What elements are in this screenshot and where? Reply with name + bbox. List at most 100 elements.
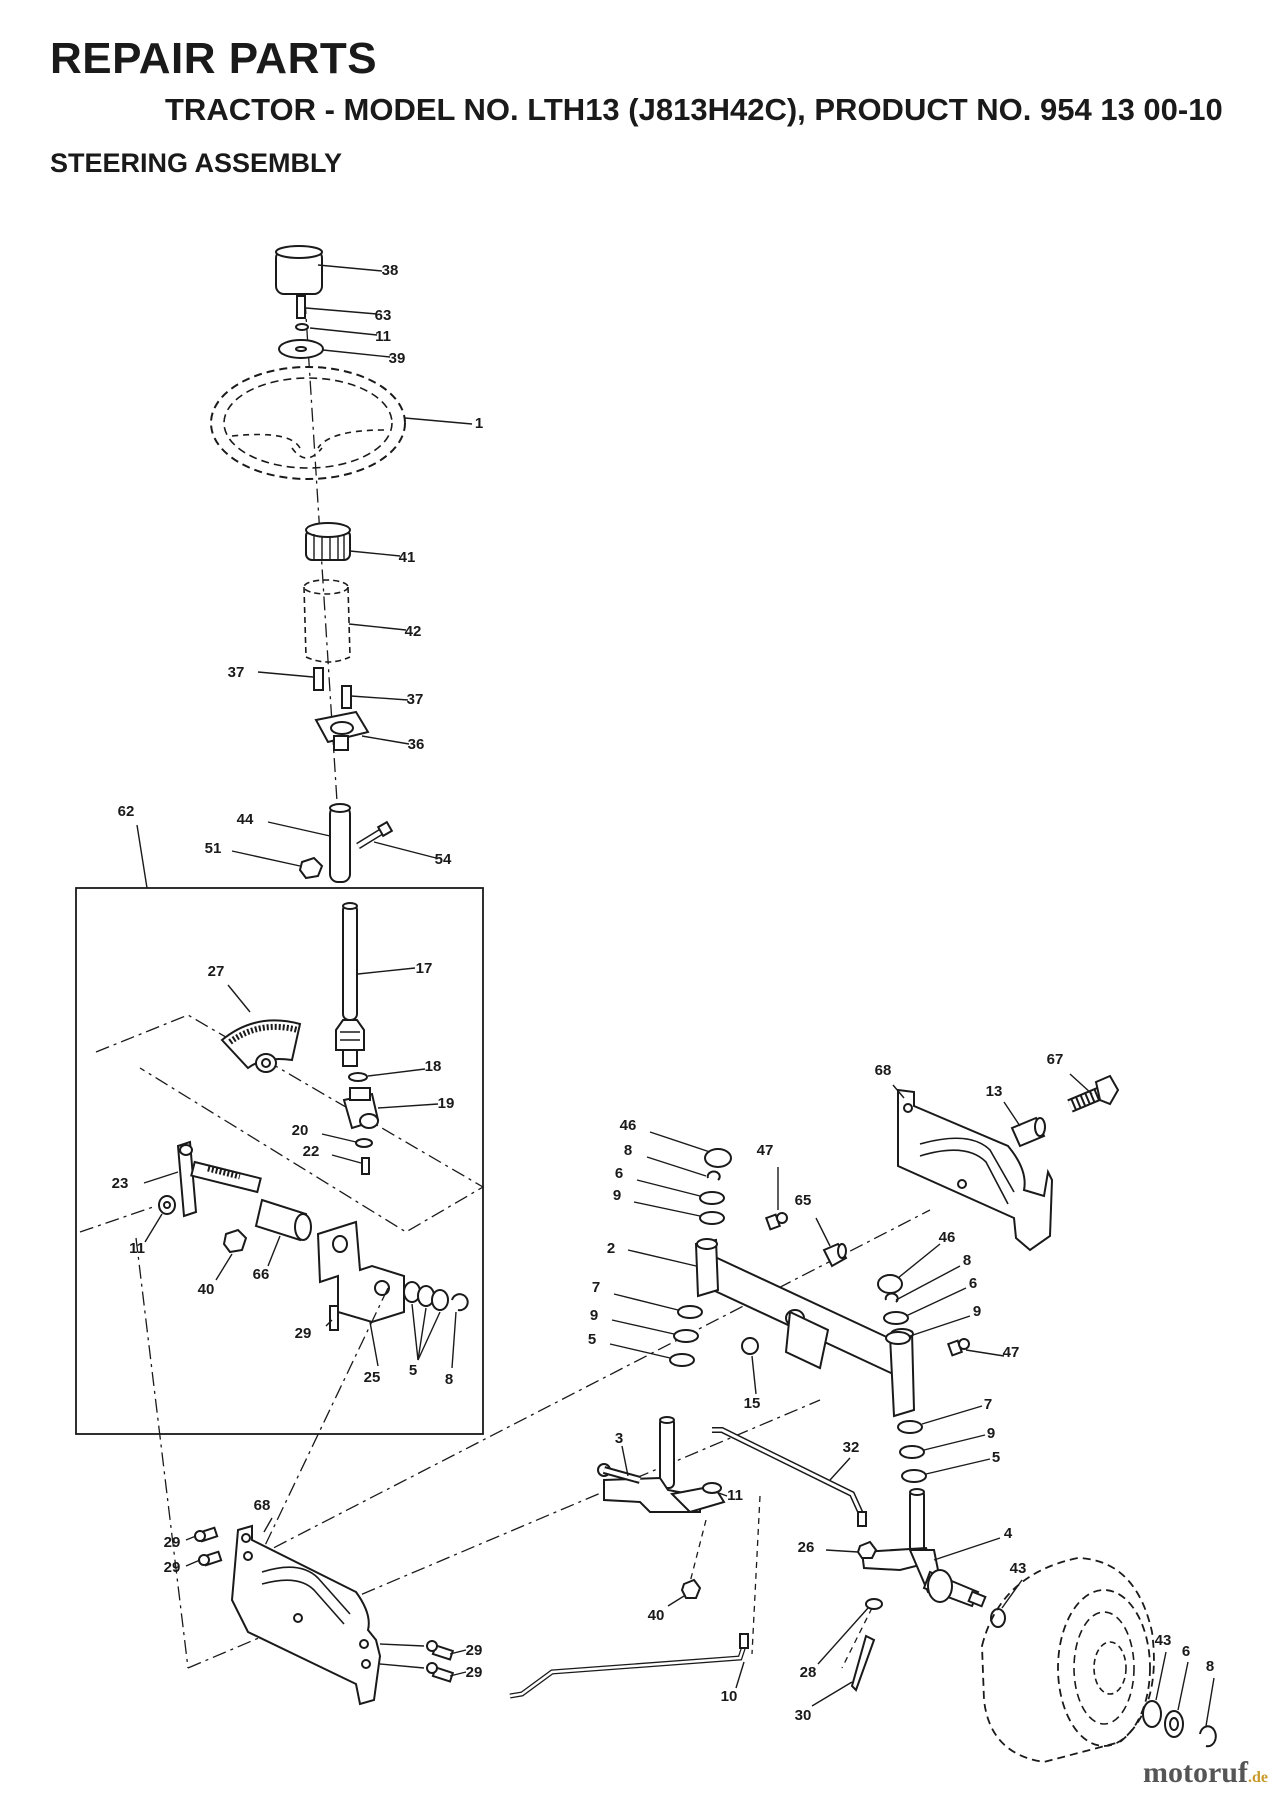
callout-43: 43 — [1010, 1560, 1027, 1577]
washer-18-part — [348, 1072, 368, 1082]
callout-7: 7 — [592, 1279, 600, 1296]
callout-6: 6 — [1182, 1643, 1190, 1660]
callout-37: 37 — [407, 691, 424, 708]
right-spindle-part — [860, 1488, 987, 1608]
callout-7: 7 — [984, 1396, 992, 1413]
column-bushing-part — [305, 522, 351, 561]
callout-10: 10 — [721, 1688, 738, 1705]
callout-68: 68 — [875, 1062, 892, 1079]
steering-bracket-part — [316, 1220, 405, 1324]
steering-gear-subassembly-box — [75, 887, 484, 1435]
callout-20: 20 — [292, 1122, 309, 1139]
callout-30: 30 — [795, 1707, 812, 1724]
nut-51-part — [298, 856, 324, 880]
grease-fitting-47-left-part — [764, 1212, 788, 1231]
callout-11: 11 — [375, 328, 391, 345]
callout-9: 9 — [613, 1187, 621, 1204]
bolts-29-right-group — [426, 1640, 455, 1683]
callout-46: 46 — [939, 1229, 956, 1246]
callout-47: 47 — [757, 1142, 774, 1159]
callout-32: 32 — [843, 1439, 860, 1456]
bolt-63-part — [296, 295, 306, 319]
callout-13: 13 — [986, 1083, 1003, 1100]
callout-8: 8 — [1206, 1658, 1214, 1675]
bolt-37-right-part — [341, 685, 352, 709]
callout-8: 8 — [963, 1252, 971, 1269]
callout-9: 9 — [973, 1303, 981, 1320]
callout-29: 29 — [164, 1559, 181, 1576]
washer-43-right-part — [1142, 1700, 1162, 1728]
callout-68: 68 — [254, 1497, 271, 1514]
pinion-shaft-part — [335, 902, 365, 1067]
grease-fitting-47-right-part — [946, 1338, 970, 1357]
callout-9: 9 — [987, 1425, 995, 1442]
callout-36: 36 — [408, 736, 425, 753]
callout-42: 42 — [405, 623, 422, 640]
bolt-67-part — [1067, 1074, 1120, 1113]
steering-cap-part — [275, 245, 323, 295]
callout-47: 47 — [1003, 1344, 1020, 1361]
gear-housing-part — [342, 1087, 380, 1130]
callout-23: 23 — [112, 1175, 129, 1192]
e-clip-part — [451, 1293, 469, 1312]
callout-22: 22 — [303, 1143, 320, 1160]
left-frame-bracket-part — [230, 1524, 382, 1706]
callout-6: 6 — [615, 1165, 623, 1182]
callout-46: 46 — [620, 1117, 637, 1134]
clip-8-right-part — [884, 1292, 899, 1303]
callout-18: 18 — [425, 1058, 442, 1075]
callout-67: 67 — [1047, 1051, 1064, 1068]
model-subtitle: TRACTOR - MODEL NO. LTH13 (J813H42C), PR… — [165, 92, 1223, 127]
sector-gear-part — [220, 1019, 302, 1073]
screw-22-part — [361, 1157, 370, 1175]
callout-65: 65 — [795, 1192, 812, 1209]
bolt-54-part — [356, 820, 394, 849]
front-axle-part — [694, 1238, 916, 1418]
column-axis-line — [304, 299, 343, 881]
washer-7-right-part — [897, 1420, 923, 1434]
pitman-arm-part — [176, 1140, 262, 1218]
clip-8-left-part — [706, 1170, 721, 1181]
page-title: REPAIR PARTS — [50, 34, 378, 83]
callout-5: 5 — [588, 1331, 596, 1348]
callout-51: 51 — [205, 840, 222, 857]
washer-20-part — [355, 1138, 373, 1148]
callout-29: 29 — [466, 1664, 483, 1681]
callout-27: 27 — [208, 963, 225, 980]
steering-shaft-part — [329, 803, 351, 883]
callout-29: 29 — [164, 1534, 181, 1551]
steering-wheel-part — [210, 366, 406, 480]
callout-44: 44 — [237, 811, 254, 828]
e-clip-hub-part — [1199, 1725, 1217, 1748]
callout-11: 11 — [727, 1487, 743, 1504]
watermark-logo: motoruf.de — [1143, 1756, 1268, 1789]
cotter-pin-30-part — [850, 1634, 876, 1692]
callout-66: 66 — [253, 1266, 270, 1283]
callout-54: 54 — [435, 851, 452, 868]
callout-38: 38 — [382, 262, 399, 279]
nut-40-part — [222, 1228, 248, 1254]
callout-37: 37 — [228, 664, 245, 681]
callout-2: 2 — [607, 1240, 615, 1257]
section-heading: STEERING ASSEMBLY — [50, 148, 343, 178]
callout-1: 1 — [475, 415, 483, 432]
callout-39: 39 — [389, 350, 406, 367]
callout-9: 9 — [590, 1307, 598, 1324]
drag-link-part — [712, 1427, 867, 1527]
nut-26-part — [856, 1540, 878, 1559]
callout-15: 15 — [744, 1395, 761, 1412]
callout-29: 29 — [466, 1642, 483, 1659]
callout-8: 8 — [445, 1371, 453, 1388]
tie-rod-part — [509, 1633, 749, 1699]
callout-5: 5 — [409, 1362, 417, 1379]
bolt-37-left-part — [313, 667, 324, 691]
callout-19: 19 — [438, 1095, 455, 1112]
callout-8: 8 — [624, 1142, 632, 1159]
washer-9-right-part — [885, 1331, 911, 1345]
bushing-65-part — [822, 1242, 848, 1268]
washer-5c-part — [431, 1289, 449, 1311]
washer-9b-left-part — [673, 1329, 699, 1343]
bushing-66-part — [254, 1198, 312, 1242]
